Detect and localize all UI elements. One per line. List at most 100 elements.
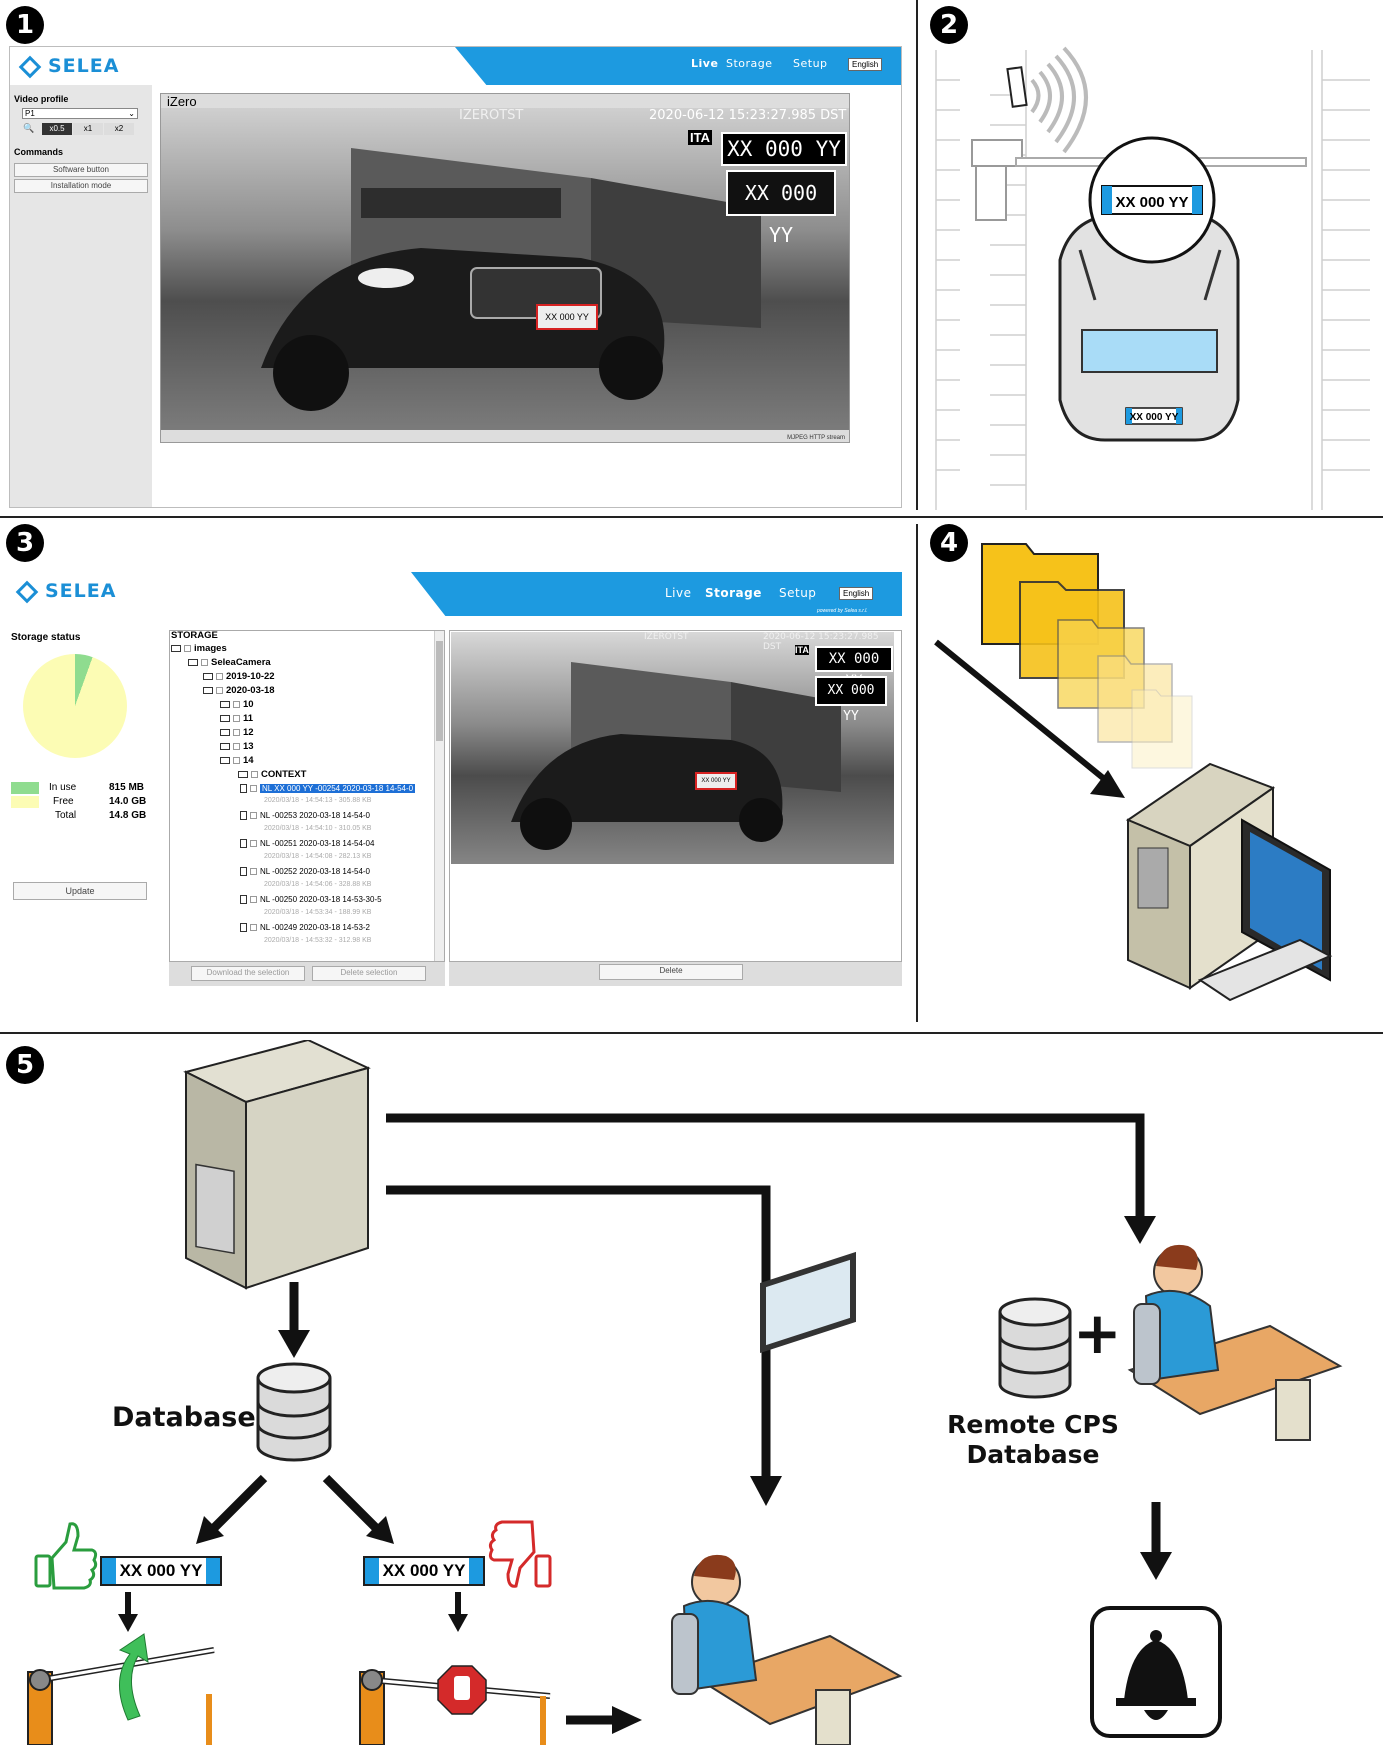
checkbox-icon[interactable] xyxy=(251,770,258,778)
tree-camera[interactable]: SeleaCamera xyxy=(188,657,271,668)
top-nav-bar xyxy=(455,47,901,85)
tree-hour[interactable]: 11 xyxy=(220,713,253,724)
folder-icon xyxy=(220,714,230,722)
alarm-bell-icon xyxy=(1090,1606,1222,1738)
gate-barrier-illustration: XX 000 YY XX 000 YY xyxy=(935,46,1370,510)
remote-db-label-line1: Remote CPS xyxy=(947,1410,1119,1439)
timestamp-overlay: 2020-06-12 15:23:27.985 DST xyxy=(763,632,879,652)
zoom-x1-button[interactable]: x1 xyxy=(73,123,103,135)
checkbox-icon[interactable] xyxy=(250,924,257,932)
tree-scrollbar[interactable] xyxy=(434,631,444,961)
camera-panel: iZero IZEROTST 2020-06-12 15:23:27.985 D… xyxy=(160,93,850,443)
workflow-diagram xyxy=(27,1040,1343,1745)
plate-crop-second: XX 000 YY xyxy=(815,676,887,724)
panel-number-5: 5 xyxy=(6,1046,44,1084)
checkbox-icon[interactable] xyxy=(233,728,240,736)
checkbox-icon[interactable] xyxy=(250,784,257,792)
download-selection-button[interactable]: Download the selection xyxy=(191,966,305,981)
folder-icon xyxy=(220,756,230,764)
file-row[interactable]: NL -00250 2020-03-18 14-53-30-5 xyxy=(240,895,382,905)
profile-select[interactable]: P1⌄ xyxy=(22,108,138,119)
checkbox-icon[interactable] xyxy=(184,644,191,652)
tree-images[interactable]: images xyxy=(171,643,227,654)
plate-crop-large: XX 000 YY xyxy=(815,646,893,689)
file-meta: 2020/03/18 - 14:53:34 - 188.99 KB xyxy=(264,909,372,916)
zoom-x05-button[interactable]: x0.5 xyxy=(42,123,72,135)
video-profile-label: Video profile xyxy=(14,94,69,104)
nav-live[interactable]: Live xyxy=(665,586,692,600)
nav-live[interactable]: Live xyxy=(691,57,719,70)
checkbox-icon[interactable] xyxy=(201,658,208,666)
tree-context[interactable]: CONTEXT xyxy=(238,769,306,780)
folder-icon xyxy=(171,644,181,652)
checkbox-icon[interactable] xyxy=(216,672,223,680)
checkbox-icon[interactable] xyxy=(250,868,257,876)
operator-workstation-icon xyxy=(671,1251,903,1745)
file-icon xyxy=(240,867,247,877)
file-row[interactable]: NL -00252 2020-03-18 14-54-0 xyxy=(240,867,370,877)
delete-selection-button[interactable]: Delete selection xyxy=(312,966,426,981)
tree-hour[interactable]: 13 xyxy=(220,741,254,752)
nav-setup[interactable]: Setup xyxy=(779,586,817,600)
nav-setup[interactable]: Setup xyxy=(793,57,828,70)
file-row[interactable]: NL -00253 2020-03-18 14-54-0 xyxy=(240,811,370,821)
language-select[interactable]: English xyxy=(848,58,883,71)
legend-in-use-value: 815 MB xyxy=(109,782,145,793)
country-overlay: ITA xyxy=(795,645,809,655)
update-button[interactable]: Update xyxy=(13,882,147,900)
installation-mode-button[interactable]: Installation mode xyxy=(14,179,148,193)
checkbox-icon[interactable] xyxy=(233,756,240,764)
scrollbar-thumb[interactable] xyxy=(436,641,443,741)
language-select[interactable]: English xyxy=(839,587,874,600)
stop-icon xyxy=(437,1665,487,1715)
divider-panel-3-4 xyxy=(916,524,918,1022)
tree-hour[interactable]: 10 xyxy=(220,699,254,710)
checkbox-icon[interactable] xyxy=(233,714,240,722)
storage-tree-panel[interactable]: STORAGE images SeleaCamera 2019-10-22 20… xyxy=(169,630,445,962)
nav-storage[interactable]: Storage xyxy=(726,57,773,70)
folder-icon xyxy=(220,742,230,750)
panel-number-1: 1 xyxy=(6,6,44,44)
database-label: Database xyxy=(112,1402,256,1433)
file-meta: 2020/03/18 - 14:53:32 - 312.98 KB xyxy=(264,937,372,944)
file-row[interactable]: NL XX 000 YY -00254 2020-03-18 14-54-0 xyxy=(240,783,416,794)
remote-db-label-line2: Database xyxy=(966,1440,1100,1469)
checkbox-icon[interactable] xyxy=(233,700,240,708)
tree-hour[interactable]: 14 xyxy=(220,755,254,766)
gate-plate-zoom-text: XX 000 YY xyxy=(1115,194,1188,211)
checkbox-icon[interactable] xyxy=(250,812,257,820)
plate-detection-box: XX 000 YY xyxy=(536,304,598,330)
legend-free-label: Free xyxy=(53,796,74,807)
server-icon xyxy=(183,1040,371,1290)
plate-crop-second: XX 000 YY xyxy=(726,170,836,247)
file-row[interactable]: NL -00249 2020-03-18 14-53-2 xyxy=(240,923,370,933)
checkbox-icon[interactable] xyxy=(250,840,257,848)
folder-icon xyxy=(238,770,248,778)
file-icon xyxy=(240,895,247,905)
open-arrow-icon xyxy=(118,1633,149,1721)
tree-title: STORAGE xyxy=(171,630,218,641)
file-icon xyxy=(240,811,247,821)
delete-button[interactable]: Delete xyxy=(599,964,743,980)
plate-crop-large: XX 000 YY xyxy=(721,132,847,166)
file-row[interactable]: NL -00251 2020-03-18 14-54-04 xyxy=(240,839,374,849)
software-button[interactable]: Software button xyxy=(14,163,148,177)
selea-logo-icon xyxy=(18,55,42,78)
zoom-icon: 🔍 xyxy=(23,123,35,133)
storage-preview-panel: IZEROTST 2020-06-12 15:23:27.985 DST ITA… xyxy=(449,630,902,962)
remote-operator-workstation-icon xyxy=(1127,1244,1343,1441)
powered-by: powered by Selea s.r.l. xyxy=(817,608,868,614)
nav-storage[interactable]: Storage xyxy=(705,586,762,600)
selea-logo: SELEA xyxy=(15,580,116,603)
checkbox-icon[interactable] xyxy=(216,686,223,694)
tree-date-2[interactable]: 2020-03-18 xyxy=(203,685,275,696)
remote-database-icon xyxy=(998,1297,1072,1399)
checkbox-icon[interactable] xyxy=(233,742,240,750)
timestamp-overlay: 2020-06-12 15:23:27.985 DST xyxy=(649,108,847,123)
checkbox-icon[interactable] xyxy=(250,896,257,904)
tree-date-1[interactable]: 2019-10-22 xyxy=(203,671,275,682)
tree-hour[interactable]: 12 xyxy=(220,727,254,738)
divider-row-1-2 xyxy=(0,516,1383,518)
zoom-x2-button[interactable]: x2 xyxy=(104,123,134,135)
live-camera-view: IZEROTST 2020-06-12 15:23:27.985 DST ITA… xyxy=(161,108,849,430)
